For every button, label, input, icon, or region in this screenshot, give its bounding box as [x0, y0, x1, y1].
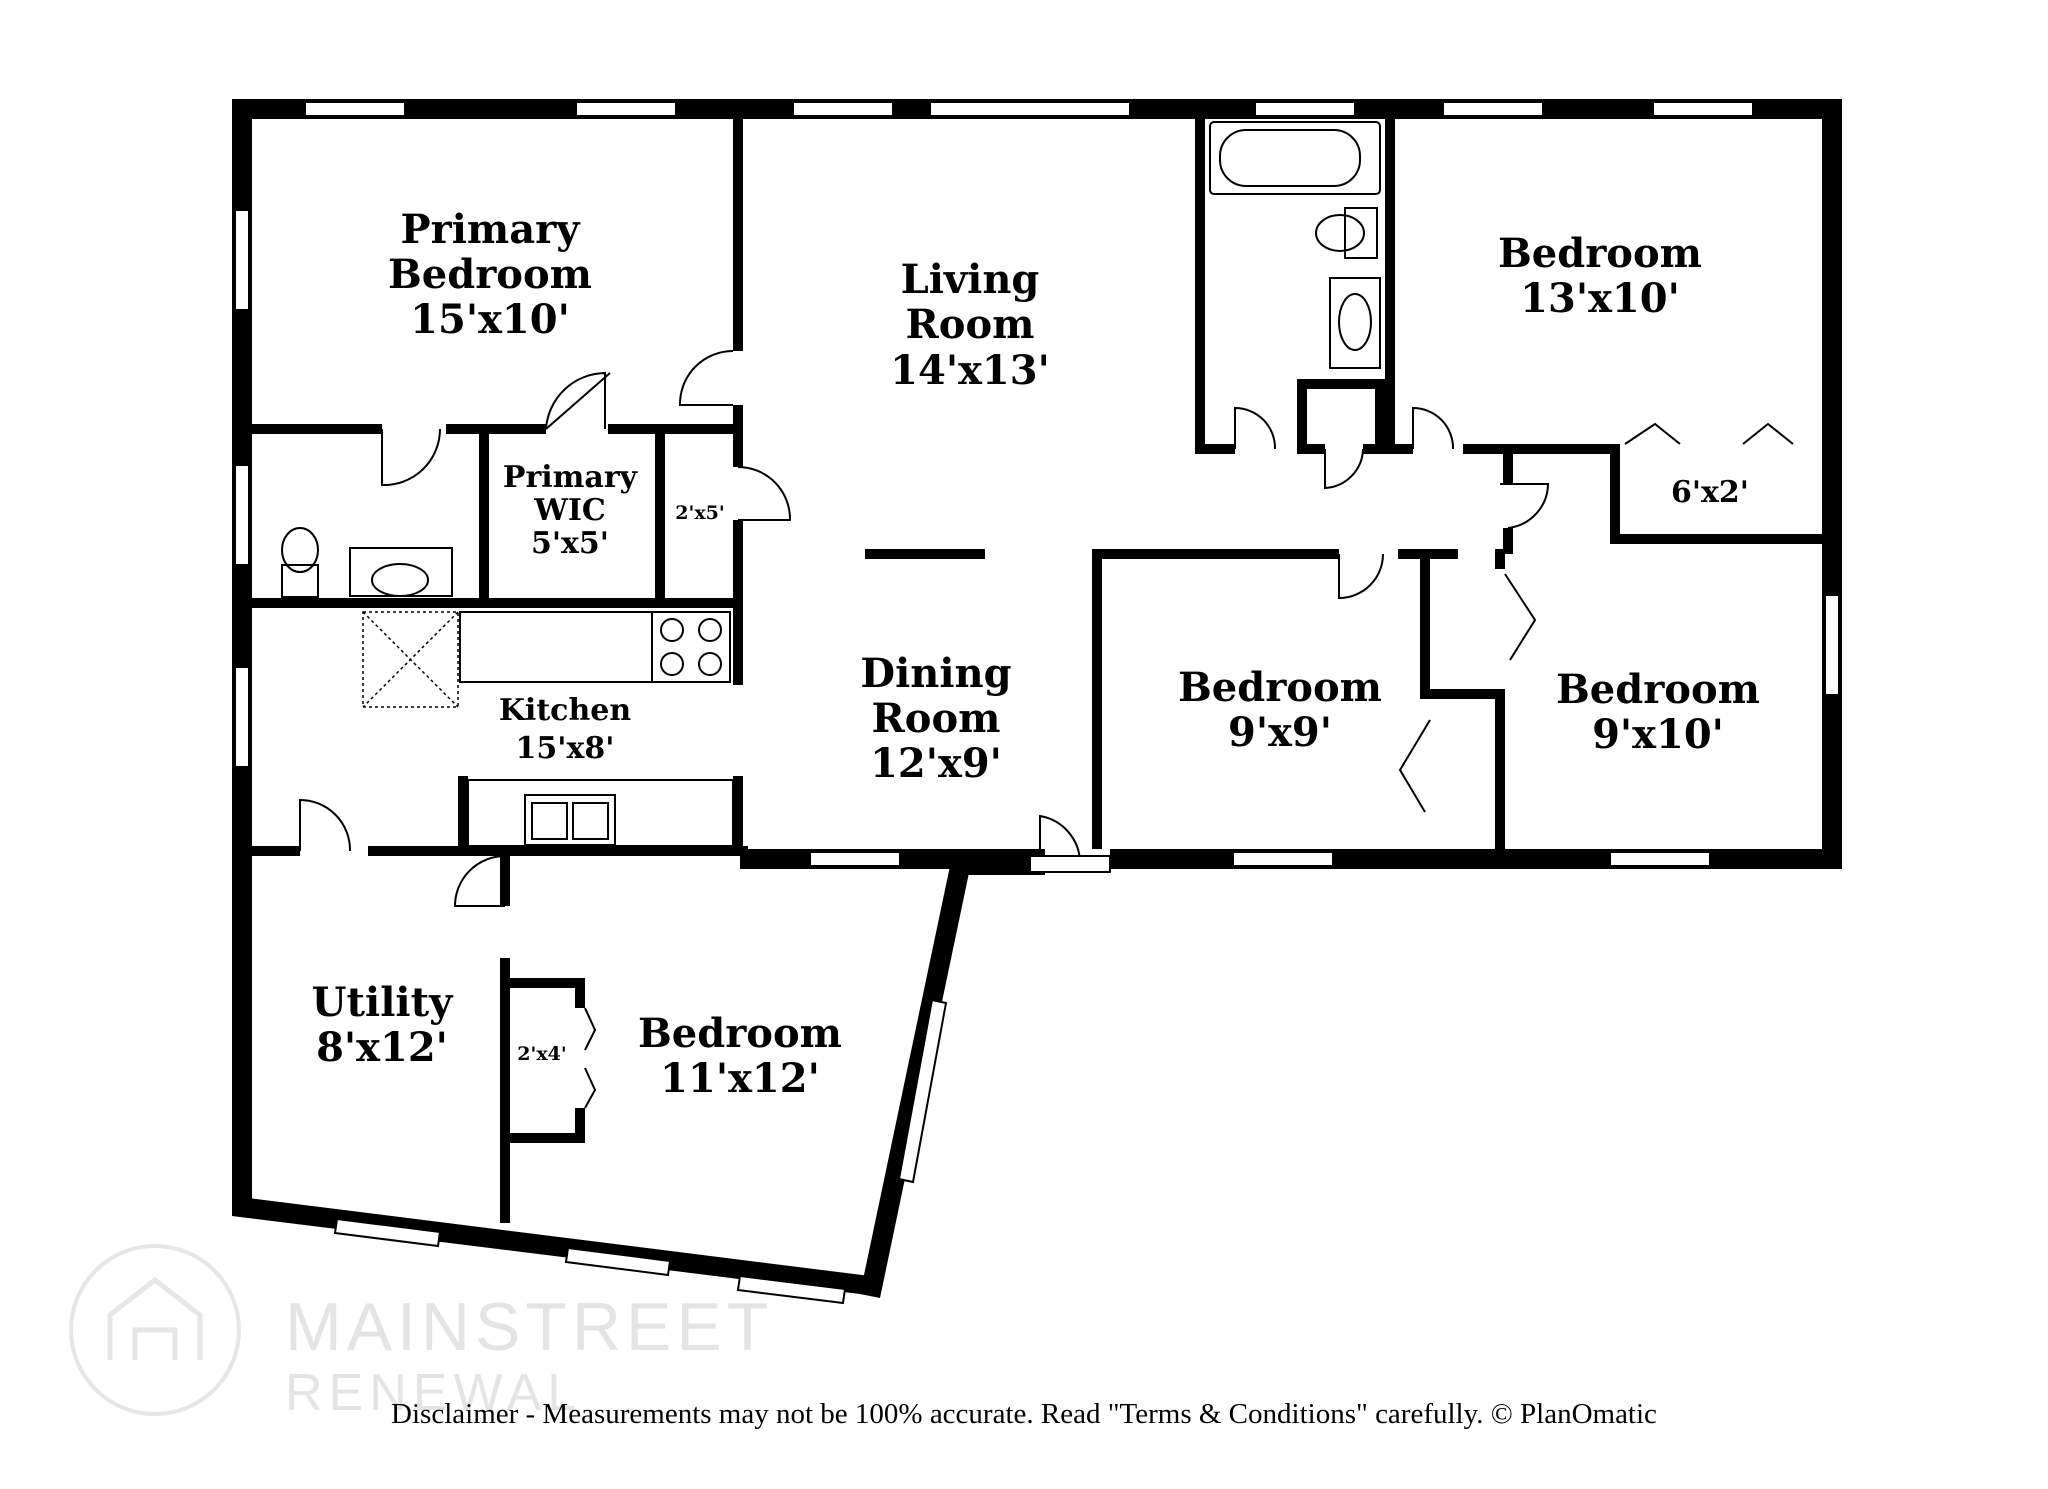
fixtures — [281, 121, 1381, 847]
room-name: Primary — [401, 206, 582, 253]
room-utility: Utility 8'x12' — [312, 979, 454, 1071]
room-dims: 14'x13' — [890, 347, 1050, 394]
room-bedroom-mid: Bedroom 9'x9' — [1178, 664, 1382, 756]
disclaimer-text: Disclaimer - Measurements may not be 100… — [391, 1398, 1657, 1430]
room-bedroom-east: Bedroom 9'x10' — [1556, 666, 1760, 758]
room-name: Room — [872, 695, 1001, 742]
room-name: Utility — [312, 979, 454, 1026]
room-name: Room — [906, 301, 1035, 348]
room-dims: 9'x9' — [1228, 709, 1332, 756]
room-dims: 8'x12' — [316, 1024, 448, 1071]
sink-icon — [1329, 277, 1381, 369]
watermark-line2: RENEWAL — [285, 1364, 582, 1422]
room-primary-wic: Primary WIC 5'x5' — [503, 460, 639, 561]
room-name: WIC — [533, 493, 606, 528]
room-name: Dining — [860, 650, 1011, 697]
room-name: Bedroom — [638, 1010, 842, 1057]
room-living-room: Living Room 14'x13' — [890, 256, 1050, 394]
room-dims: 9'x10' — [1592, 711, 1724, 758]
bathtub-icon — [1209, 121, 1381, 195]
watermark-line1: MAINSTREET — [285, 1289, 773, 1365]
refrigerator-icon — [362, 611, 459, 708]
room-name: Living — [901, 256, 1040, 303]
toilet-icon — [281, 527, 319, 598]
room-name: Bedroom — [388, 251, 592, 298]
room-name: Kitchen — [499, 693, 631, 728]
kitchen-sink-icon — [524, 794, 616, 846]
room-bedroom-sw: Bedroom 11'x12' — [638, 1010, 842, 1102]
interior-walls — [252, 119, 1822, 1223]
room-name: Bedroom — [1178, 664, 1382, 711]
closet-ne-dims: 6'x2' — [1671, 475, 1749, 510]
closet-sw-dims: 2'x4' — [517, 1043, 566, 1065]
room-kitchen: Kitchen 15'x8' — [499, 693, 631, 766]
room-name: Primary — [503, 460, 639, 495]
room-dining-room: Dining Room 12'x9' — [860, 650, 1011, 787]
closet-hall-dims: 2'x5' — [675, 502, 724, 524]
stove-icon — [651, 611, 731, 683]
room-primary-bedroom: Primary Bedroom 15'x10' — [388, 206, 592, 343]
windows — [234, 101, 1840, 1305]
room-name: Bedroom — [1498, 230, 1702, 277]
toilet-icon — [1315, 207, 1378, 259]
room-dims: 5'x5' — [531, 526, 609, 561]
mainstreet-logo-icon — [69, 1244, 241, 1416]
room-dims: 13'x10' — [1520, 275, 1680, 322]
room-dims: 15'x8' — [516, 731, 615, 766]
doors — [299, 350, 1794, 1109]
room-dims: 15'x10' — [410, 296, 570, 343]
room-dims: 11'x12' — [660, 1055, 820, 1102]
sink-icon — [349, 547, 453, 597]
room-name: Bedroom — [1556, 666, 1760, 713]
room-bedroom-ne: Bedroom 13'x10' — [1498, 230, 1702, 322]
room-dims: 12'x9' — [870, 740, 1002, 787]
